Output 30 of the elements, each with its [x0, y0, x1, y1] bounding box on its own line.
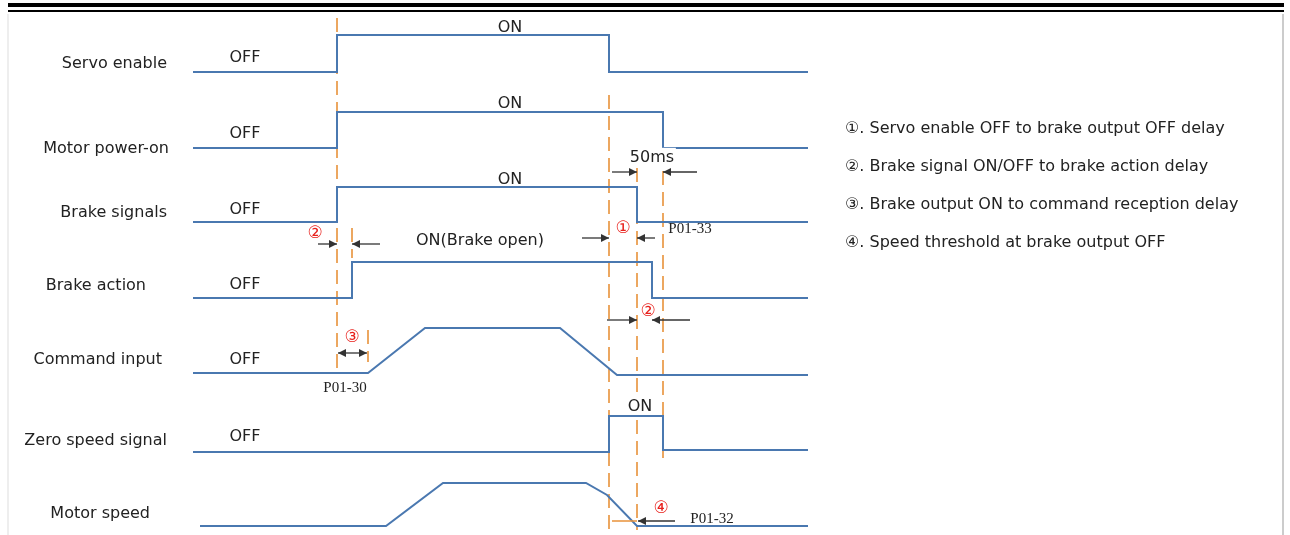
state-label: ON: [497, 169, 523, 189]
state-label: ON(Brake open): [416, 230, 544, 250]
note-text: ②. Brake signal ON/OFF to brake action delay: [845, 156, 1209, 176]
callout-number: ②: [307, 223, 323, 243]
signal-name: Motor power-on: [43, 138, 169, 158]
note-text: ①. Servo enable OFF to brake output OFF delay: [845, 118, 1225, 138]
note-text: ④. Speed threshold at brake output OFF: [845, 232, 1166, 252]
state-label: OFF: [229, 123, 261, 143]
callout-number: ①: [615, 218, 631, 238]
callout-number: ④: [653, 498, 669, 518]
state-label: OFF: [229, 274, 261, 294]
signal-name: Brake signals: [60, 202, 167, 222]
signal-name: Zero speed signal: [24, 430, 167, 450]
state-label: OFF: [229, 199, 261, 219]
state-label: OFF: [229, 349, 261, 369]
parameter-label: P01-30: [323, 379, 367, 397]
state-label: OFF: [229, 47, 261, 67]
parameter-label: P01-33: [668, 220, 712, 238]
state-label: OFF: [229, 426, 261, 446]
state-label: ON: [497, 93, 523, 113]
signal-name: Motor speed: [50, 503, 150, 523]
parameter-label: P01-32: [690, 510, 734, 528]
callout-number: ②: [640, 301, 656, 321]
signal-name: Brake action: [45, 275, 146, 295]
dimension-label: 50ms: [627, 147, 677, 167]
note-text: ③. Brake output ON to command reception delay: [845, 194, 1239, 214]
signal-name: Servo enable: [61, 53, 167, 73]
signal-name: Command input: [33, 349, 162, 369]
callout-number: ③: [344, 327, 360, 347]
state-label: ON: [497, 17, 523, 37]
